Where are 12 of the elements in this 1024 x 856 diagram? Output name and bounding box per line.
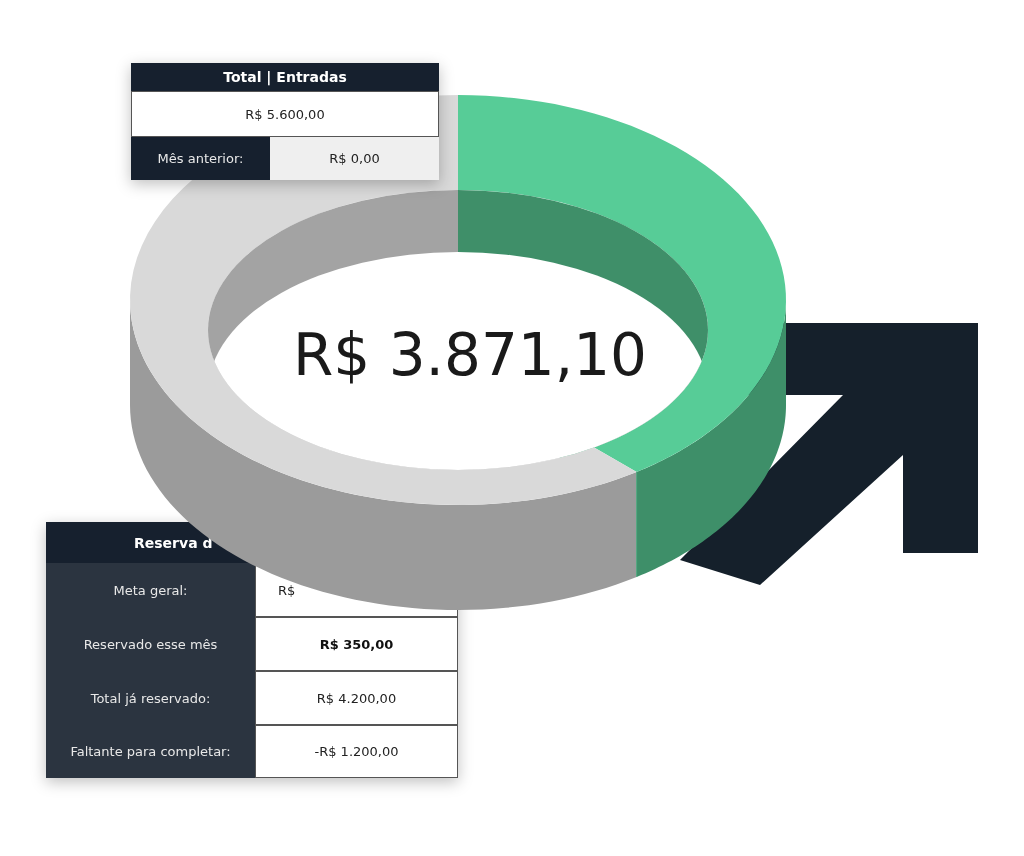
table-header: Total | Entradas [131, 63, 439, 91]
value-cell: R$ 5.600,00 [131, 91, 439, 137]
total-amount: R$ 3.871,10 [292, 320, 648, 391]
value-cell: -R$ 1.200,00 [255, 725, 458, 778]
label-cell: Mês anterior: [131, 137, 270, 180]
value-cell: R$ 4.200,00 [255, 671, 458, 725]
label-cell: Reservado esse mês [46, 617, 255, 671]
label-cell: Meta geral: [46, 563, 255, 617]
value-cell: R$ 0,00 [270, 137, 439, 180]
label-cell: Faltante para completar: [46, 725, 255, 778]
value-cell: R$ 350,00 [255, 617, 458, 671]
label-cell: Total já reservado: [46, 671, 255, 725]
